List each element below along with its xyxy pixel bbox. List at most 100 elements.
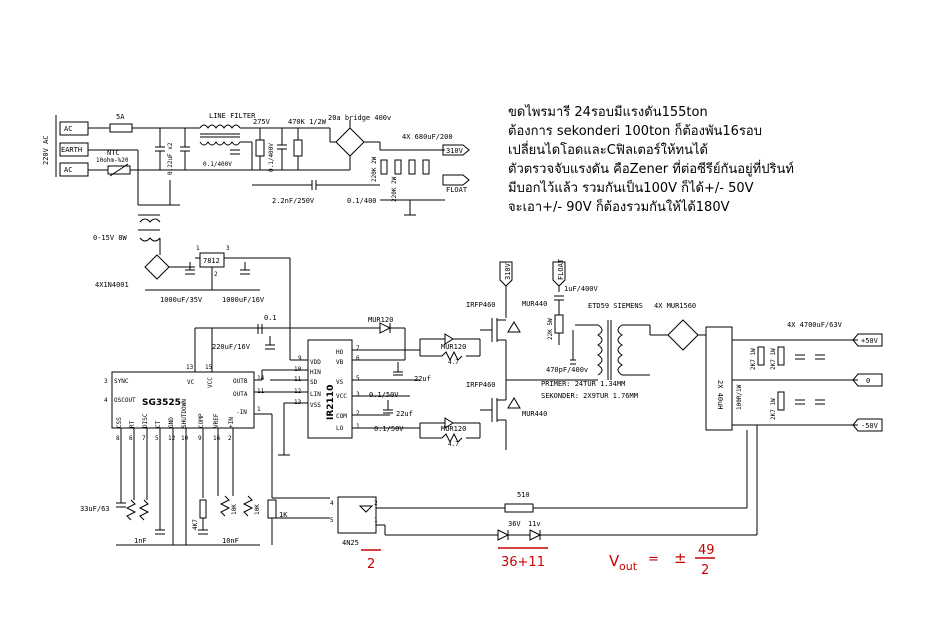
resistor-470k — [293, 139, 303, 157]
feedback-resistor-510 — [504, 503, 534, 513]
optocoupler — [337, 496, 377, 534]
pin-num-3: 3 — [356, 391, 360, 398]
vout-numerator: 49 — [698, 543, 715, 558]
ir2110-label: IR2110 — [326, 385, 336, 420]
pin-com: COM — [336, 413, 347, 420]
ir2110-chip — [307, 339, 353, 439]
pin-num-15-sg: 15 — [205, 364, 213, 371]
pin-vcc: VCC — [207, 377, 214, 388]
rectifier-label: 4X MUR1560 — [654, 302, 696, 310]
rt-pot — [125, 499, 137, 521]
mosfet-2-label: IRFP460 — [466, 381, 496, 389]
filter-coil-bottom — [199, 141, 241, 146]
output-stage: 4X MUR1560 2X 40uH 100R/1W 4X 4700uF/63V… — [649, 302, 883, 432]
gate-diode-2-label: MUR120 — [441, 425, 466, 433]
sg3525-label: SG3525 — [142, 398, 181, 408]
out-310v: 310V — [446, 147, 464, 155]
pin-num-10-sg: 10 — [181, 435, 189, 442]
cap-0.1-label: 0.1 — [264, 314, 277, 322]
sg3525-chip — [111, 371, 255, 429]
in-310v-tag — [499, 261, 513, 287]
cap-2.2nf-label: 2.2nF/250V — [272, 197, 315, 205]
terminal-ac2 — [59, 162, 89, 177]
feedback-resistor-label: 510 — [517, 491, 530, 499]
aux-diodes-label: 4X1N4001 — [95, 281, 129, 289]
note-line-1: ขดไพรมารี 24รอบมีแรงดัน155ton — [508, 105, 708, 120]
gate-res-1-label: 4.7 — [448, 359, 459, 366]
x-cap-label: 0.22uF x2 — [167, 142, 174, 175]
pin-css: CSS — [116, 417, 123, 428]
note-line-6: จะเอา+/- 90V ก็ต้องรวมกันให้ได้180V — [508, 200, 730, 215]
pot-2-label: 10K — [254, 504, 261, 515]
out-plus: +50V — [861, 337, 879, 345]
terminal-ac2-label: AC — [64, 166, 72, 174]
pin-rt: RT — [129, 420, 136, 428]
pin-lin: LIN — [310, 391, 321, 398]
pin-ho: HO — [336, 349, 344, 356]
fuse-label: 5A — [116, 113, 125, 121]
zener-36v — [497, 529, 510, 541]
aux-supply: 0-15V 8W 4X1N4001 7812 1 3 2 1000uF/35V … — [93, 214, 291, 360]
feedback-1k-label: 1K — [279, 511, 288, 519]
fuse — [109, 123, 133, 133]
inductor-label: 2X 40uH — [716, 380, 724, 410]
pin-outb: OUTB — [233, 378, 248, 385]
comp-res — [199, 499, 207, 519]
regulator-label: 7812 — [203, 257, 220, 265]
diode-2-label: MUR440 — [522, 410, 547, 418]
pin-num-1-sg: 1 — [257, 406, 261, 413]
in-float-tag — [552, 261, 566, 287]
varistor-label: 275V — [253, 118, 271, 126]
pin-num-7: 7 — [356, 345, 360, 352]
out-minus: -50V — [861, 422, 879, 430]
pin-vss: VSS — [310, 402, 321, 409]
diode-1-label: MUR440 — [522, 300, 547, 308]
out-plus-tag — [852, 333, 883, 347]
pin-inm: -IN — [236, 409, 247, 416]
output-inductor — [705, 326, 733, 431]
reg-pin-2: 2 — [214, 271, 218, 278]
zener-11v — [529, 529, 542, 541]
opto-pin-4: 4 — [330, 500, 334, 507]
pin-vb: VB — [336, 359, 344, 366]
transformer-label: ETD59 SIEMENS — [588, 302, 643, 310]
pin-lo: LO — [336, 425, 344, 432]
vout-sub: out — [619, 560, 638, 573]
pin-hin: HIN — [310, 369, 321, 376]
pin-shutdown: SHUTDOWN — [181, 399, 188, 428]
reg-pin-3: 3 — [226, 245, 230, 252]
cap-0.1-400-label: 0.1/400 — [347, 197, 377, 205]
reg-pin-1: 1 — [196, 245, 200, 252]
in-float: FLOAT — [557, 258, 565, 280]
zener-1-label: 36V — [508, 520, 521, 528]
note-line-3: เปลี่ยนไดโอดและCฟิลเตอร์ให้ทนได้ — [508, 143, 708, 158]
pin-vcc: VCC — [336, 393, 347, 400]
diode-mur440-1 — [507, 321, 521, 333]
mosfet-1-label: IRFP460 — [466, 301, 496, 309]
pin-num-2-sg: 2 — [228, 435, 232, 442]
output-caps-label: 4X 4700uF/63V — [787, 321, 843, 329]
pin-sd: SD — [310, 379, 318, 386]
pin-num-9: 9 — [298, 355, 302, 362]
bleed-2-label: 2K7 1W — [770, 348, 777, 370]
opto-pin-5: 5 — [330, 517, 334, 524]
ntc-label: NTC — [107, 149, 120, 157]
pin-num-7-sg: 7 — [142, 435, 146, 442]
zener-sum: 36+11 — [501, 555, 545, 570]
zener-2-label: 11v — [528, 520, 541, 528]
pin-gnd: GND — [168, 417, 175, 428]
cap-0.1-50v-a-label: 0.1/50V — [369, 391, 399, 399]
pin-num-13-sg: 13 — [186, 364, 194, 371]
filter-cap-label: 0.1/400V — [203, 161, 232, 168]
snubber-res-label: 22K 5W — [547, 318, 554, 340]
res-cap-label: 470pF/400v — [546, 366, 588, 374]
feedback-1k — [267, 499, 277, 519]
note-line-2: ต้องการ sekonderi 100ton ก็ต้องพัน16รอบ — [508, 124, 762, 139]
diode-mur440-2 — [507, 397, 521, 409]
note-line-5: มีบอกไว้แล้ว รวมกันเป็น100V ก็ได้+/- 50V — [508, 181, 754, 196]
pin-num-9-sg: 9 — [198, 435, 202, 442]
pin-comp: COMP — [198, 413, 205, 428]
pin-outa: OUTA — [233, 391, 248, 398]
feedback-loop: 4N25 4 5 2 1 510 36V 11v — [272, 425, 758, 547]
opto-frac: 2 — [367, 557, 375, 572]
